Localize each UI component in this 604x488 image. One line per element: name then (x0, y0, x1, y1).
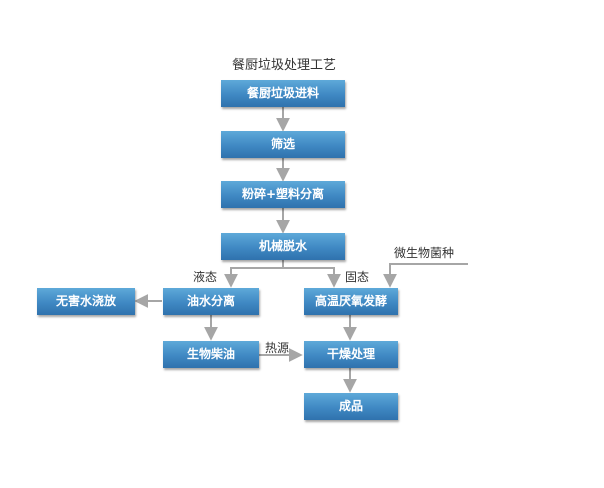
label-microbe: 微生物菌种 (394, 246, 455, 260)
node-biodiesel: 生物柴油 (163, 341, 259, 368)
node-screening: 筛选 (221, 131, 345, 158)
node-dewater: 机械脱水 (221, 233, 345, 260)
label-solid: 固态 (345, 270, 370, 284)
node-discharge: 无害水浇放 (37, 288, 135, 315)
arrow-dewater-to-oil-sep (224, 260, 284, 288)
node-dry: 干燥处理 (304, 341, 398, 368)
node-crush: 粉碎+塑料分离 (221, 181, 345, 208)
diagram-title: 餐厨垃圾处理工艺 (231, 58, 336, 73)
arrow-microbe-to-digest (383, 263, 468, 288)
label-heat: 热源 (265, 341, 290, 355)
node-digest: 高温厌氧发酵 (304, 288, 398, 315)
node-intake: 餐厨垃圾进料 (221, 80, 345, 107)
node-product: 成品 (304, 393, 398, 420)
arrow-dewater-to-digest (282, 260, 341, 288)
label-liquid: 液态 (193, 270, 218, 284)
node-oil-sep: 油水分离 (163, 288, 259, 315)
